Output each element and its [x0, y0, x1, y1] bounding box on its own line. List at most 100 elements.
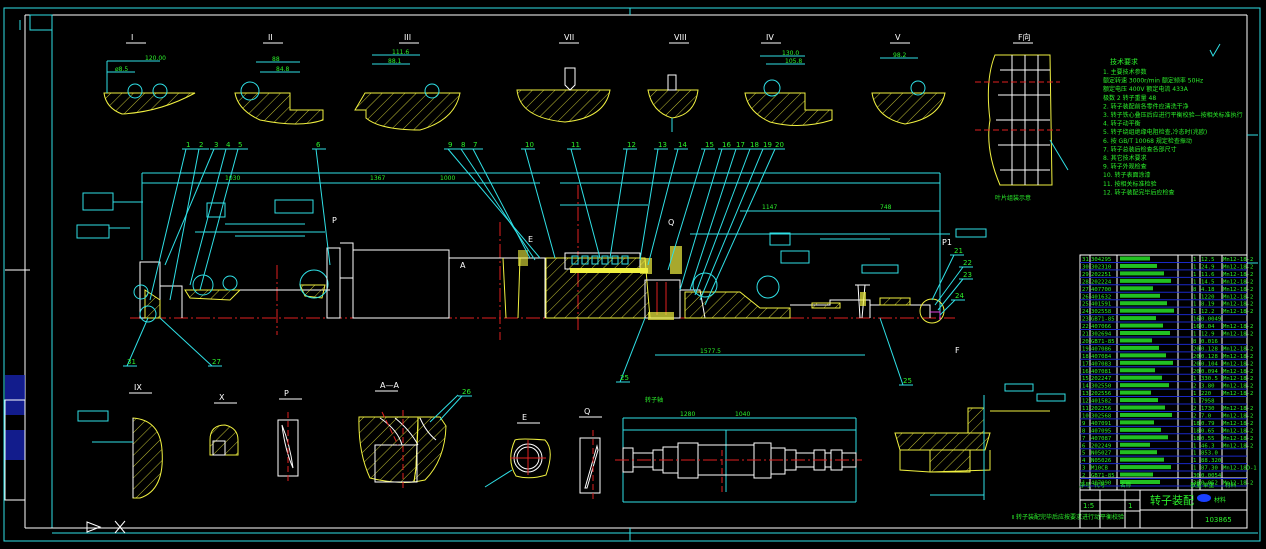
balloon-13: 13 [658, 141, 667, 149]
note-line: 1. 主要技术参数 [1103, 68, 1147, 76]
parts-cell: Mn12-18-2 [1223, 413, 1253, 419]
balloon-10: 10 [525, 141, 534, 149]
balloon-23: 23 [963, 271, 972, 279]
detail-view-v: 98.2 [871, 52, 946, 125]
parts-cell: 3.80 [1201, 384, 1214, 390]
parts-cell: 12.5 [1201, 257, 1214, 263]
parts-cell: 1 [1193, 466, 1196, 472]
balloon-22: 22 [963, 259, 972, 267]
parts-cell: 31 [1082, 257, 1089, 263]
part-name-text [1120, 435, 1168, 440]
parts-cell: 2 [1193, 384, 1196, 390]
parts-cell: 20 [1193, 346, 1200, 352]
balloon-12: 12 [627, 141, 636, 149]
note-line: 9. 转子外观检查 [1103, 163, 1147, 171]
view-label: VII [564, 33, 574, 42]
parts-cell: 202251 [1091, 272, 1111, 278]
leader-line [679, 148, 723, 291]
part-name-text [1120, 420, 1154, 425]
part-name-text [1120, 256, 1150, 261]
parts-cell: 0.0054 [1201, 473, 1222, 479]
leader-line [189, 148, 227, 286]
view-label: II [268, 33, 273, 42]
note-line: 8. 其它技术要求 [1103, 154, 1147, 162]
parts-cell: 11.6 [1201, 272, 1214, 278]
parts-cell: 220 [1201, 391, 1211, 397]
parts-cell: 88.320 [1201, 458, 1221, 464]
parts-cell: 1 [1193, 264, 1196, 270]
scale-value: 1:5 [1083, 502, 1094, 510]
parts-cell: 1 [1193, 443, 1196, 449]
parts-cell: 302550 [1091, 384, 1111, 390]
note-line: 4. 转子动平衡 [1103, 120, 1141, 128]
dimension-text: 1577.5 [700, 348, 721, 355]
parts-cell: Mn12-18-2 [1223, 324, 1253, 330]
parts-cell: 4 [1082, 458, 1086, 464]
balloon-25: 25 [903, 377, 912, 385]
leader-line [199, 148, 239, 291]
balloon-20: 20 [775, 141, 784, 149]
notes-heading: 技术要求 [1110, 57, 1138, 66]
parts-cell: 6 [1082, 443, 1085, 449]
parts-cell: 302310 [1091, 264, 1111, 270]
leader-line [931, 254, 955, 301]
balloon-14: 14 [678, 141, 687, 149]
shaft-view [615, 417, 862, 503]
detail-view-q [579, 430, 601, 500]
parts-cell: 7 [1082, 436, 1085, 442]
parts-cell: 0.79 [1201, 421, 1214, 427]
balloon-16: 16 [722, 141, 731, 149]
part-name-text [1120, 465, 1171, 470]
parts-cell: 16 [1193, 324, 1200, 330]
parts-cell: Mn12-18-2 [1223, 354, 1253, 360]
part-name-text [1120, 450, 1157, 455]
note-line: 11. 按相关标准检验 [1103, 180, 1156, 188]
parts-cell: 1 [1193, 272, 1196, 278]
dimension-text: 1280 [680, 411, 695, 418]
parts-cell: 407095 [1091, 428, 1111, 434]
leader-line [460, 148, 536, 261]
section-view-a-a [358, 394, 459, 490]
balloon-21: 21 [954, 247, 963, 255]
balloon-8: 8 [461, 141, 465, 149]
parts-cell: 12 [1082, 399, 1089, 405]
parts-cell: 202556 [1091, 391, 1111, 397]
leader-line [694, 148, 751, 296]
parts-cell: 21 [1082, 332, 1089, 338]
parts-cell: 18 [1193, 436, 1200, 442]
parts-cell: 401591 [1091, 302, 1111, 308]
balloon-19: 19 [763, 141, 772, 149]
parts-cell: 407090 [1091, 481, 1111, 487]
leader-line [159, 317, 213, 367]
part-name-text [1120, 457, 1164, 462]
parts-cell: 853.0 [1201, 451, 1218, 457]
drawing-title: 转子装配 [1150, 493, 1194, 507]
view-label: IV [766, 33, 774, 42]
note-line: 3. 转子铁心叠压后应进行平衡校验—按相关标准执行 [1103, 111, 1243, 119]
parts-cell: Mn12-18-2 [1223, 287, 1253, 293]
parts-cell: 407084 [1091, 354, 1112, 360]
parts-cell: 9 [1082, 421, 1085, 427]
dimension-text: 1040 [735, 411, 750, 418]
part-name-text [1120, 412, 1172, 417]
part-name-text [1120, 375, 1162, 380]
parts-cell: GB71-85 [1091, 317, 1115, 323]
footnote: 转子装配完毕后应按要求进行动平衡校验 [1012, 513, 1124, 521]
dimension-text: 1147 [762, 204, 777, 211]
parts-cell: 46.3 [1201, 443, 1214, 449]
parts-cell: 1 [1193, 332, 1196, 338]
parts-cell: 7.0 [1201, 413, 1211, 419]
parts-cell: 2 [1193, 413, 1196, 419]
detail-view-f: 叶片组装示意 [975, 54, 1069, 202]
part-name-text [1120, 368, 1155, 373]
note-line: 额定转速 3000r/min 额定频率 50Hz [1103, 77, 1203, 85]
parts-cell: Mn12-18-2 [1223, 391, 1253, 397]
shaft-view-title: 转子轴 [645, 396, 663, 404]
detail-view-x [209, 424, 239, 456]
